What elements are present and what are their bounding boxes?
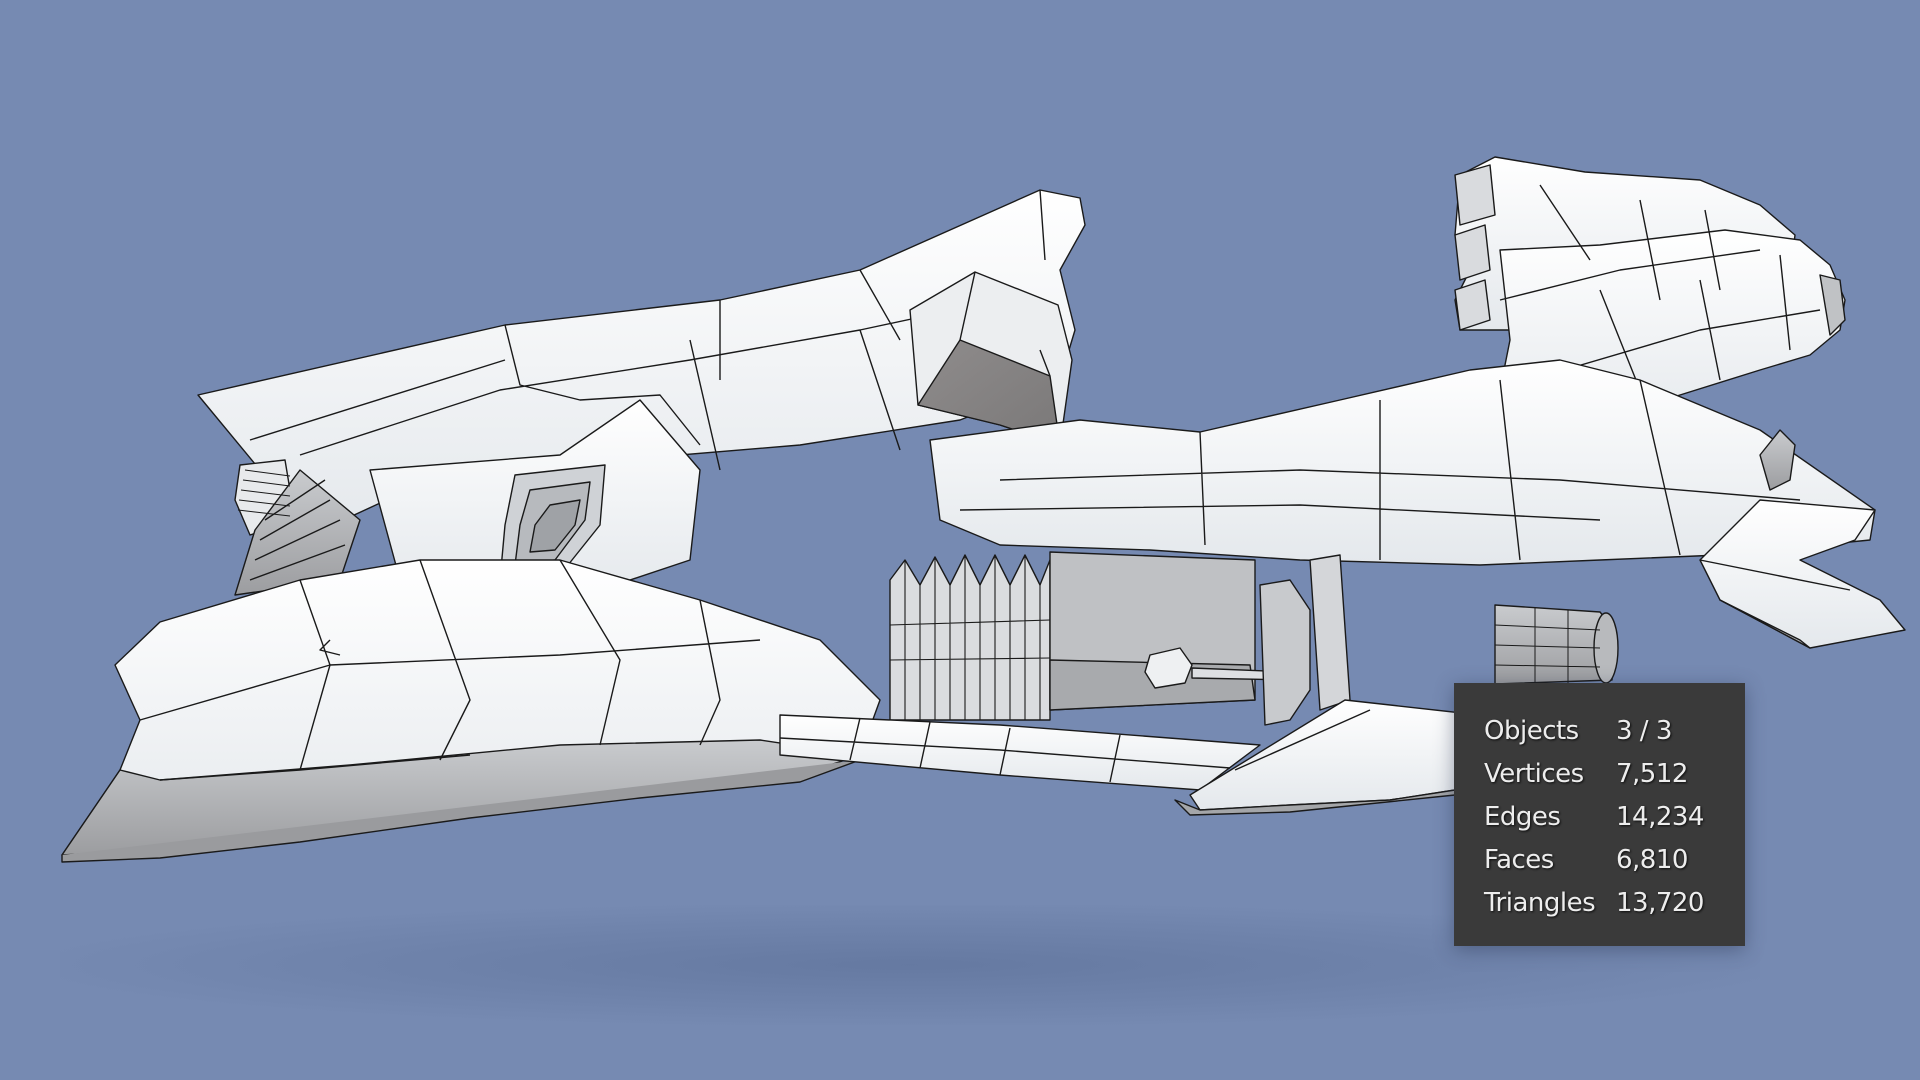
stats-value: 6,810 [1616,844,1688,875]
stats-row-edges: Edges 14,234 [1484,795,1745,838]
central-mechanism [1049,551,1351,726]
stats-row-triangles: Triangles 13,720 [1484,881,1745,924]
lower-engine-cylinder [1494,604,1619,685]
stats-label: Faces [1484,844,1554,875]
stats-label: Triangles [1484,887,1596,918]
accordion-pleats [889,554,1051,721]
lower-strut [779,714,1261,791]
stats-label: Edges [1484,801,1561,832]
nose-hull [61,559,881,863]
stats-label: Objects [1484,715,1579,746]
stats-value: 3 / 3 [1616,715,1672,746]
stats-value: 14,234 [1616,801,1704,832]
rear-engine-pods [1454,156,1846,441]
stats-row-vertices: Vertices 7,512 [1484,752,1745,795]
right-tail-fin [1699,429,1906,649]
stats-value: 13,720 [1616,887,1704,918]
left-thruster [234,459,361,596]
scene-statistics-panel: Objects 3 / 3 Vertices 7,512 Edges 14,23… [1454,683,1745,946]
stats-row-faces: Faces 6,810 [1484,838,1745,881]
connector-neck [929,359,1876,566]
stats-label: Vertices [1484,758,1584,789]
stats-value: 7,512 [1616,758,1688,789]
top-block [909,271,1073,446]
stats-row-objects: Objects 3 / 3 [1484,709,1745,752]
